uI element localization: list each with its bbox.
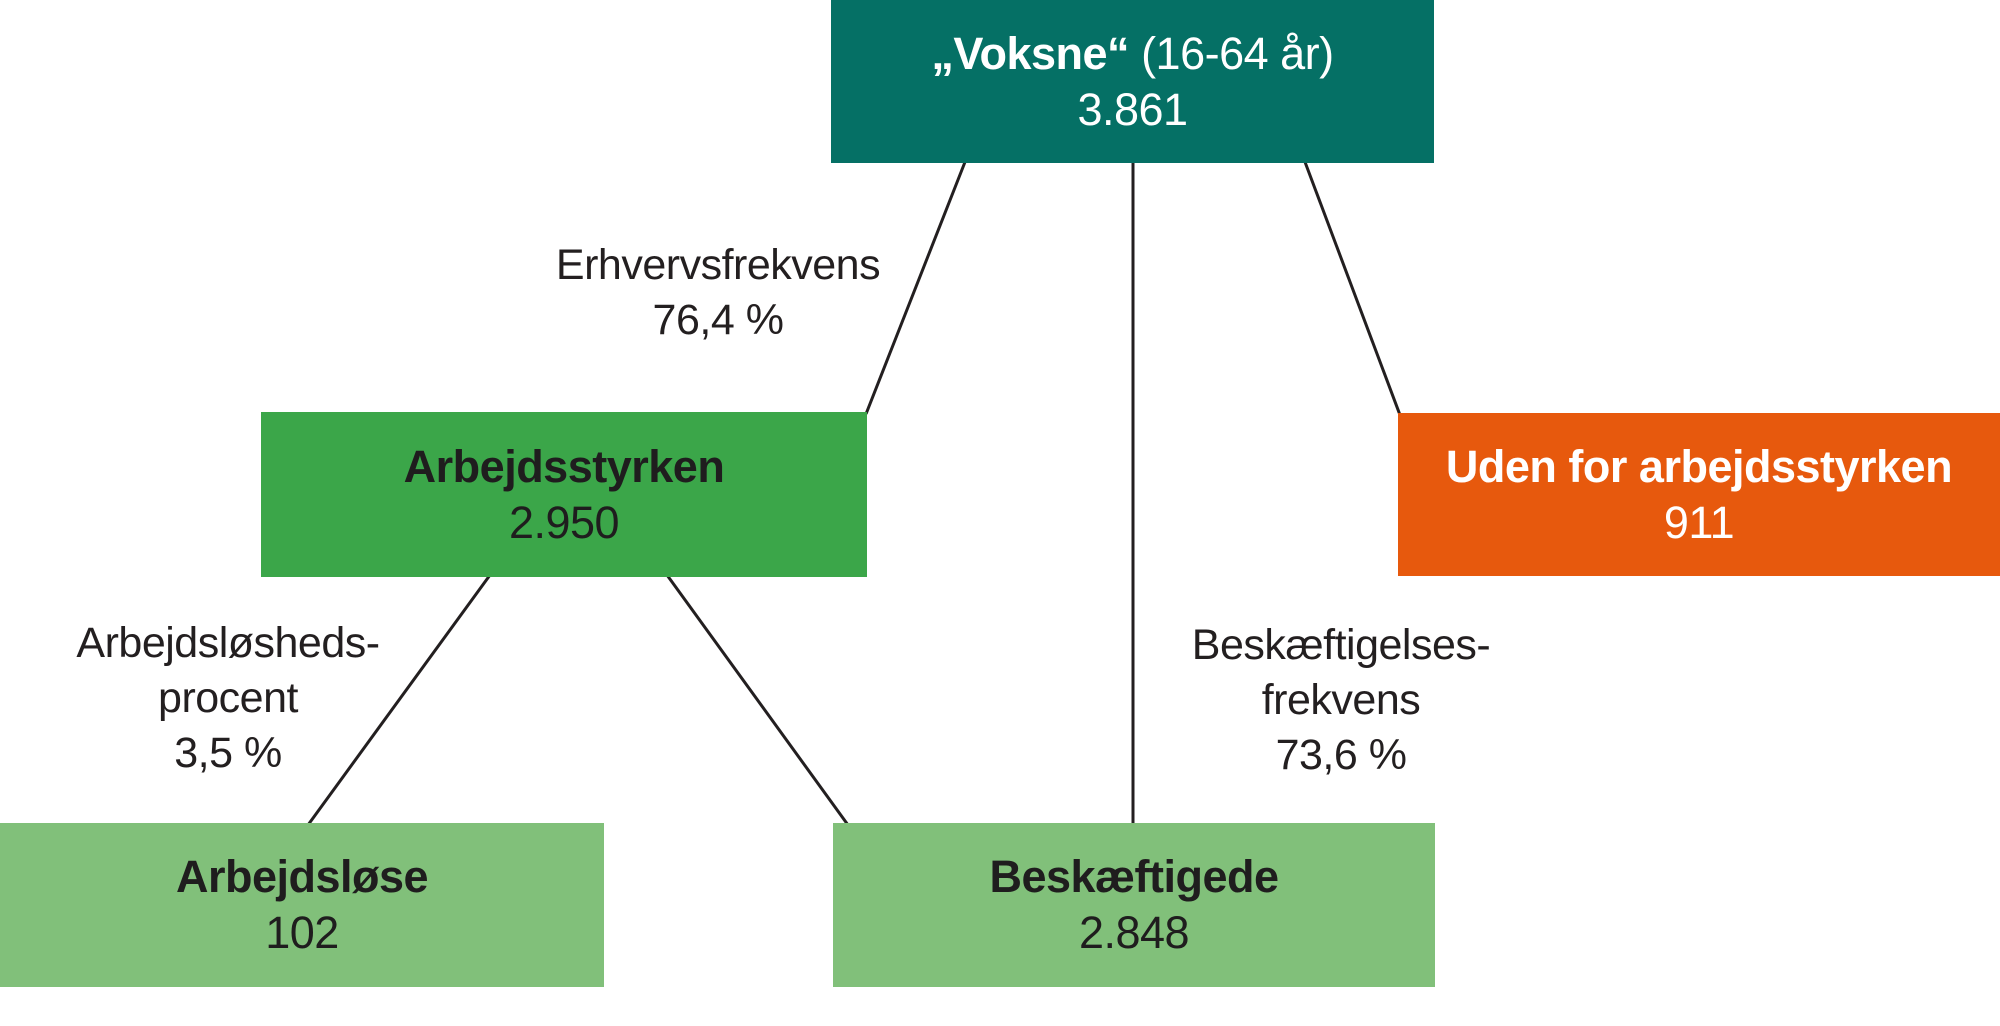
- node-uden-value: 911: [1663, 496, 1735, 548]
- node-beskaeftigede-label: Beskæftigede: [989, 851, 1279, 902]
- node-arbejdsstyrken: Arbejdsstyrken 2.950: [261, 412, 867, 577]
- node-arbejdslose: Arbejdsløse 102: [0, 823, 604, 987]
- node-uden-label: Uden for arbejdsstyrken: [1445, 440, 1953, 492]
- connector-arbejdsstyrken-beskaeftigede: [665, 574, 850, 826]
- node-arbejdsstyrken-label: Arbejdsstyrken: [403, 440, 725, 492]
- node-beskaeftigede-value: 2.848: [1078, 907, 1190, 958]
- node-arbejdslose-value: 102: [265, 907, 339, 958]
- edge-label-arbejdsloshedsprocent-name2: procent: [158, 674, 298, 722]
- connector-voksne-uden: [1303, 161, 1402, 416]
- connector-voksne-arbejdsstyrken: [864, 161, 967, 415]
- node-arbejdslose-label: Arbejdsløse: [175, 851, 429, 902]
- node-voksne: „Voksne“ (16-64 år) 3.861: [831, 0, 1434, 163]
- edge-label-erhvervsfrekvens: Erhvervsfrekvens 76,4 %: [555, 238, 881, 348]
- edge-label-arbejdsloshedsprocent: Arbejdsløsheds- procent 3,5 %: [76, 616, 380, 781]
- node-arbejdsstyrken-value: 2.950: [508, 496, 620, 548]
- edge-label-erhvervsfrekvens-value: 76,4 %: [652, 296, 784, 344]
- node-voksne-value: 3.861: [1077, 83, 1188, 135]
- edge-label-beskaeftigelsesfrekvens-name2: frekvens: [1261, 676, 1421, 724]
- edge-label-erhvervsfrekvens-name: Erhvervsfrekvens: [555, 241, 881, 289]
- connector-arbejdsstyrken-arbejdslose: [306, 574, 492, 826]
- edge-label-beskaeftigelsesfrekvens-name1: Beskæftigelses-: [1191, 621, 1491, 669]
- node-voksne-label-suffix: (16-64 år): [1129, 27, 1334, 79]
- node-uden-for-arbejdsstyrken: Uden for arbejdsstyrken 911: [1398, 413, 2000, 576]
- edge-label-arbejdsloshedsprocent-value: 3,5 %: [174, 729, 282, 777]
- node-beskaeftigede: Beskæftigede 2.848: [833, 823, 1435, 987]
- edge-label-arbejdsloshedsprocent-name1: Arbejdsløsheds-: [76, 619, 380, 667]
- edge-label-beskaeftigelsesfrekvens-value: 73,6 %: [1275, 731, 1407, 779]
- edge-label-beskaeftigelsesfrekvens: Beskæftigelses- frekvens 73,6 %: [1191, 618, 1491, 783]
- node-voksne-label: „Voksne“ (16-64 år): [931, 26, 1334, 82]
- node-voksne-label-bold: „Voksne“: [931, 27, 1130, 79]
